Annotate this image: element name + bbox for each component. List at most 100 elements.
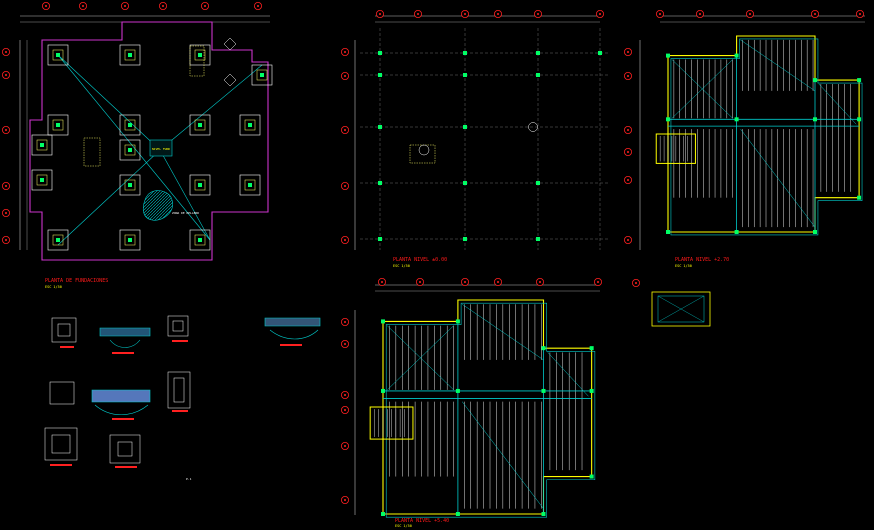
grid-axis-marker	[856, 9, 865, 18]
level-270-title: PLANTA NIVEL +2.70	[675, 257, 729, 263]
grid-axis-marker	[2, 48, 10, 57]
column	[378, 125, 382, 129]
grid-axis-marker	[2, 126, 10, 135]
grid-axis-marker	[624, 175, 633, 184]
grid-axis-marker	[632, 278, 641, 287]
grid-axis-marker	[340, 235, 349, 244]
svg-text:ZONA DE RELLENO: ZONA DE RELLENO	[172, 211, 199, 215]
grid-axis-marker	[624, 126, 633, 135]
level-540-title: PLANTA NIVEL +5.40	[395, 518, 449, 524]
grid-axis-marker	[596, 9, 605, 18]
slab-framing	[655, 35, 863, 236]
footing	[119, 114, 141, 136]
grid-axis-marker	[158, 2, 167, 10]
footing	[119, 139, 141, 161]
foundation-outline	[29, 21, 269, 261]
footing	[189, 174, 211, 196]
grid-axis-marker	[696, 9, 705, 18]
footing	[239, 114, 261, 136]
footing	[189, 114, 211, 136]
level-000-scale: ESC 1/50	[393, 264, 410, 268]
footing	[31, 169, 53, 191]
column	[536, 181, 540, 185]
grid-axis-marker	[656, 9, 665, 18]
footing	[31, 134, 53, 156]
grid-axis-marker	[2, 181, 10, 190]
grid-axis-marker	[377, 277, 386, 286]
grid-axis-marker	[253, 2, 262, 10]
footing	[119, 174, 141, 196]
grid-axis-marker	[340, 181, 349, 190]
grid-axis-marker	[340, 390, 349, 399]
column	[378, 181, 382, 185]
grid-axis-marker	[2, 208, 10, 217]
grid-axis-marker	[340, 495, 349, 504]
column	[378, 237, 382, 241]
footing	[239, 174, 261, 196]
column	[463, 181, 467, 185]
grid-axis-marker	[493, 277, 502, 286]
footing	[47, 229, 69, 251]
grid-axis-marker	[340, 126, 349, 135]
grid-axis-marker	[2, 235, 10, 244]
level-540-scale: ESC 1/50	[395, 524, 412, 528]
svg-text:NIVEL FUND: NIVEL FUND	[152, 147, 170, 151]
footing	[47, 114, 69, 136]
grid-axis-marker	[375, 9, 384, 18]
footing	[189, 44, 211, 66]
hatch-area	[142, 190, 173, 221]
grid-axis-marker	[624, 235, 633, 244]
grid-axis-marker	[460, 277, 469, 286]
foundation-plan: NIVEL FUND ZONA DE RELLENO PLANTA DE FUN…	[19, 15, 273, 289]
foundation-plan-title: PLANTA DE FUNDACIONES	[45, 278, 108, 284]
level-000-title: PLANTA NIVEL ±0.00	[393, 257, 447, 263]
grid-axis-marker	[594, 277, 603, 286]
grid-axis-marker	[413, 9, 422, 18]
column	[536, 51, 540, 55]
footing	[119, 44, 141, 66]
grid-axis-marker	[624, 48, 633, 57]
footing	[189, 229, 211, 251]
column	[463, 125, 467, 129]
grid-axis-marker	[200, 2, 209, 10]
grid-axis-marker	[811, 9, 820, 18]
grid-axis-marker	[2, 71, 10, 80]
footings-group	[31, 44, 273, 251]
column	[463, 237, 467, 241]
footing	[251, 64, 273, 86]
grid-axis-marker	[534, 9, 543, 18]
grid-axis-marker	[415, 277, 424, 286]
footing	[119, 229, 141, 251]
grid-axis-marker	[746, 9, 755, 18]
footing	[47, 44, 69, 66]
grid-axis-marker	[121, 2, 130, 10]
detail-label: P-1	[186, 477, 192, 481]
footing-details: P-1	[44, 315, 321, 481]
column	[536, 73, 540, 77]
grid-axis-marker	[493, 9, 502, 18]
grid-axis-marker	[624, 72, 633, 81]
slab-framing	[369, 299, 596, 518]
level-270-scale: ESC 1/50	[675, 264, 692, 268]
grid-axis-marker	[340, 317, 349, 326]
grid-axis-marker	[340, 405, 349, 414]
foundation-plan-scale: ESC 1/50	[45, 285, 62, 289]
column	[536, 237, 540, 241]
grid-axis-marker	[340, 339, 349, 348]
column	[463, 51, 467, 55]
grid-axis-marker	[42, 2, 51, 10]
column	[378, 51, 382, 55]
column	[378, 73, 382, 77]
plan-level-540: PLANTA NIVEL +5.40 ESC 1/50	[354, 284, 600, 528]
plan-level-270: PLANTA NIVEL +2.70 ESC 1/50	[639, 15, 865, 327]
grid-axis-marker	[536, 277, 545, 286]
grid-axis-marker	[340, 441, 349, 450]
grid-axis-marker	[340, 48, 349, 57]
grid-axis-marker	[460, 9, 469, 18]
grid-axis-marker	[624, 147, 633, 156]
plan-level-000: PLANTA NIVEL ±0.00 ESC 1/50	[354, 15, 610, 268]
column	[598, 51, 602, 55]
column	[463, 73, 467, 77]
